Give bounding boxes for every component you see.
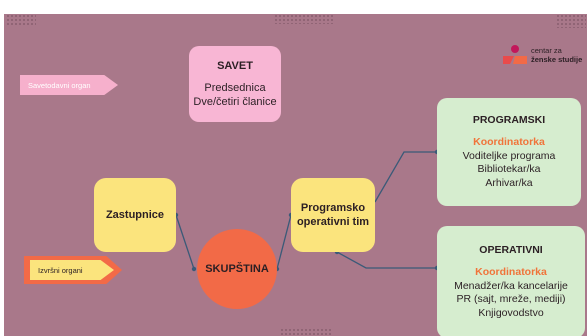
- zastupnice-box: Zastupnice: [94, 178, 176, 252]
- connector-programsko-operativni: [336, 251, 437, 269]
- skupstina-label: SKUPŠTINA: [205, 263, 269, 275]
- savet-box: SAVET Predsednica Dve/četiri članice: [189, 46, 281, 122]
- savet-title: SAVET: [217, 60, 253, 72]
- logo-line-1: centar za: [531, 46, 562, 55]
- operativni-item: Knjigovodstvo: [478, 306, 544, 319]
- dot-pattern: [6, 14, 36, 26]
- programski-item: Voditeljke programa: [462, 149, 556, 162]
- programski-title: PROGRAMSKI: [472, 113, 546, 126]
- centar-za-zenske-studije-logo: centar za ženske studije: [501, 42, 587, 72]
- connector-programsko-programski: [374, 151, 437, 203]
- programski-box: PROGRAMSKI Koordinatorka Voditeljke prog…: [437, 98, 581, 206]
- programsko-line-1: Programsko: [300, 202, 366, 214]
- connector-zastupnice-skupstina: [175, 214, 195, 270]
- programski-item: Arhivar/ka: [485, 176, 533, 189]
- diagram-canvas: Savetodavni organ Izvršni organi SAVET P…: [4, 14, 587, 336]
- programski-role: Koordinatorka: [473, 136, 545, 149]
- logo-mark-icon: [503, 45, 527, 64]
- logo-text: centar za ženske studije: [531, 46, 582, 64]
- operativni-role: Koordinatorka: [475, 266, 547, 279]
- savet-line-1: Predsednica: [204, 82, 266, 94]
- operativni-item: Menadžer/ka kancelarije: [454, 279, 568, 292]
- savetodavni-organ-label: Savetodavni organ: [28, 80, 91, 90]
- dot-pattern: [274, 14, 334, 24]
- programsko-line-2: operativni tim: [296, 216, 370, 228]
- operativni-item: PR (sajt, mreže, mediji): [456, 293, 566, 306]
- programsko-operativni-tim-box: Programsko operativni tim: [291, 178, 375, 252]
- operativni-box: OPERATIVNI Koordinatorka Menadžer/ka kan…: [437, 226, 585, 336]
- savetodavni-organ-arrow: Savetodavni organ: [20, 75, 118, 95]
- connector-skupstina-programsko: [276, 214, 292, 270]
- skupstina-circle: SKUPŠTINA: [197, 229, 277, 309]
- izvrsni-organi-label: Izvršni organi: [38, 265, 83, 275]
- zastupnice-label: Zastupnice: [105, 209, 165, 221]
- savet-line-2: Dve/četiri članice: [193, 96, 277, 108]
- logo-line-2: ženske studije: [531, 55, 583, 64]
- operativni-title: OPERATIVNI: [479, 243, 543, 256]
- dot-pattern: [280, 328, 332, 336]
- programski-item: Bibliotekar/ka: [477, 163, 541, 176]
- izvrsni-organi-arrow: Izvršni organi: [30, 260, 114, 280]
- dot-pattern: [556, 14, 586, 28]
